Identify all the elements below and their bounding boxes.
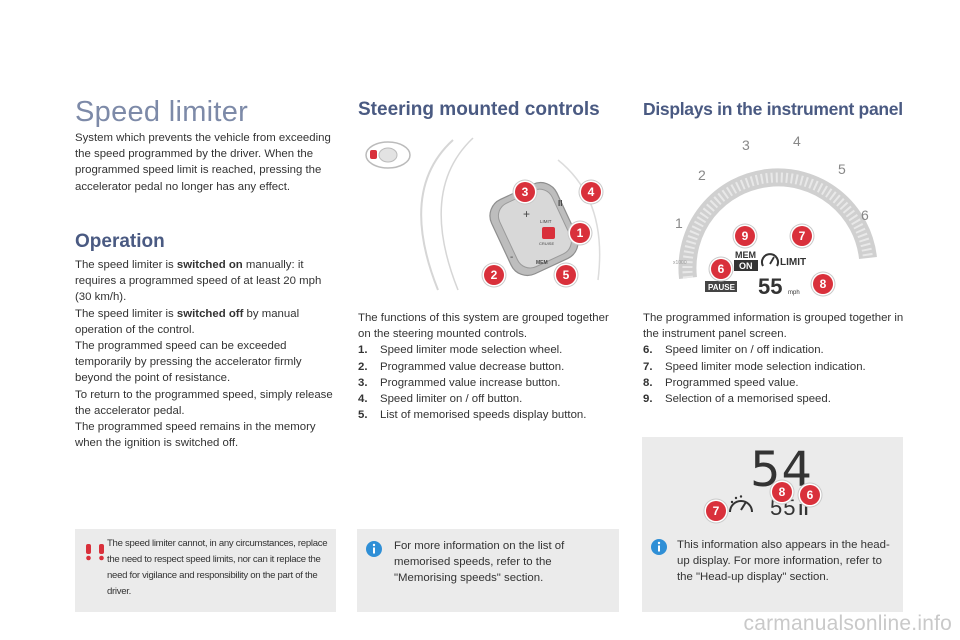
list-item: 5.List of memorised speeds display butto…: [358, 409, 587, 422]
operation-p4: To return to the programmed speed, simpl…: [75, 388, 333, 417]
operation-p3: The programmed speed can be exceeded tem…: [75, 340, 302, 385]
marker-8: 8: [772, 482, 792, 502]
instrument-panel-heading: Displays in the instrument panel: [643, 99, 903, 119]
list-item: 6.Speed limiter on / off indication.: [643, 344, 824, 357]
marker-1: 1: [570, 223, 590, 243]
hud-speedometer-icon: [729, 495, 753, 513]
gauge-small-label: x1000: [673, 260, 687, 266]
mem-label: MEM: [735, 250, 756, 260]
operation-p1: The speed limiter is switched on manuall…: [75, 259, 322, 304]
steering-wheel-illustration: + II - MEM LIMIT CRUISE: [365, 137, 601, 291]
marker-7: 7: [706, 501, 726, 521]
marker-2: 2: [484, 265, 504, 285]
steering-controls-text: The functions of this system are grouped…: [358, 310, 620, 423]
marker-4: 4: [581, 182, 601, 202]
instrument-panel-text: The programmed information is grouped to…: [643, 310, 905, 407]
list-item: 8.Programmed speed value.: [643, 376, 799, 389]
watermark: carmanualsonline.info: [743, 612, 952, 635]
steering-controls-heading: Steering mounted controls: [358, 99, 600, 120]
warning-box: The speed limiter cannot, in any circums…: [75, 529, 336, 612]
mem-button-label: MEM: [536, 260, 548, 266]
instrument-panel-diagram: 1 2 3 4 5 6 x1000 MEM ON LIMIT PAUSE 55 …: [643, 128, 903, 303]
programmed-speed-value: 55: [758, 274, 782, 299]
mode-selection-wheel: [542, 227, 555, 239]
gauge-tick-3: 3: [742, 137, 750, 153]
info-icon: [366, 541, 382, 557]
marker-6: 6: [800, 485, 820, 505]
steering-controls-list: 1.Speed limiter mode selection wheel. 2.…: [358, 342, 620, 423]
memorised-speeds-info-box: For more information on the list of memo…: [357, 529, 619, 612]
marker-6: 6: [711, 259, 731, 279]
instrument-intro: The programmed information is grouped to…: [643, 312, 904, 341]
marker-3: 3: [515, 182, 535, 202]
instrument-panel-list: 6.Speed limiter on / off indication. 7.S…: [643, 342, 905, 407]
marker-8: 8: [813, 274, 833, 294]
gauge-tick-1: 1: [675, 215, 683, 231]
speedometer-icon: [761, 253, 779, 267]
minus-button-label: -: [510, 252, 513, 263]
gauge-tick-6: 6: [861, 207, 869, 223]
list-item: 2.Programmed value decrease button.: [358, 360, 565, 373]
list-item: 7.Speed limiter mode selection indicatio…: [643, 360, 866, 373]
steering-controls-diagram: + II - MEM LIMIT CRUISE 3 4 1 2 5: [358, 130, 620, 295]
gauge-tick-2: 2: [698, 167, 706, 183]
list-item: 4.Speed limiter on / off button.: [358, 393, 523, 406]
memorised-speeds-info-text: For more information on the list of memo…: [394, 540, 565, 584]
operation-text: The speed limiter is switched on manuall…: [75, 257, 340, 451]
head-up-display-info-text: This information also appears in the hea…: [677, 539, 890, 583]
list-item: 1.Speed limiter mode selection wheel.: [358, 344, 563, 357]
speed-unit: mph: [788, 290, 800, 296]
on-label: ON: [739, 261, 753, 271]
page-title: Speed limiter: [75, 96, 249, 128]
limit-label: LIMIT: [780, 257, 806, 268]
steering-wheel-thumbnail-icon: [365, 141, 411, 169]
operation-p5: The programmed speed remains in the memo…: [75, 421, 316, 450]
warning-text: The speed limiter cannot, in any circums…: [107, 538, 328, 597]
pause-label: PAUSE: [708, 283, 736, 292]
marker-5: 5: [556, 265, 576, 285]
speedometer-gauge: 1 2 3 4 5 6 x1000 MEM ON LIMIT PAUSE 55 …: [673, 133, 877, 299]
pause-button-label: II: [558, 199, 562, 208]
list-item: 3.Programmed value increase button.: [358, 376, 561, 389]
intro-paragraph: System which prevents the vehicle from e…: [75, 132, 331, 193]
operation-heading: Operation: [75, 231, 165, 252]
operation-p2: The speed limiter is switched off by man…: [75, 307, 300, 336]
hud-pause-symbol: II: [798, 502, 810, 519]
warning-icon: [86, 544, 104, 561]
steering-intro: The functions of this system are grouped…: [358, 312, 609, 341]
limit-wheel-label: LIMIT: [540, 219, 552, 224]
list-item: 9.Selection of a memorised speed.: [643, 393, 831, 406]
marker-7: 7: [792, 226, 812, 246]
info-icon: [651, 539, 667, 555]
gauge-tick-4: 4: [793, 133, 801, 149]
plus-button-label: +: [523, 207, 530, 221]
marker-9: 9: [735, 226, 755, 246]
gauge-tick-5: 5: [838, 161, 846, 177]
cruise-wheel-label: CRUISE: [539, 241, 554, 246]
